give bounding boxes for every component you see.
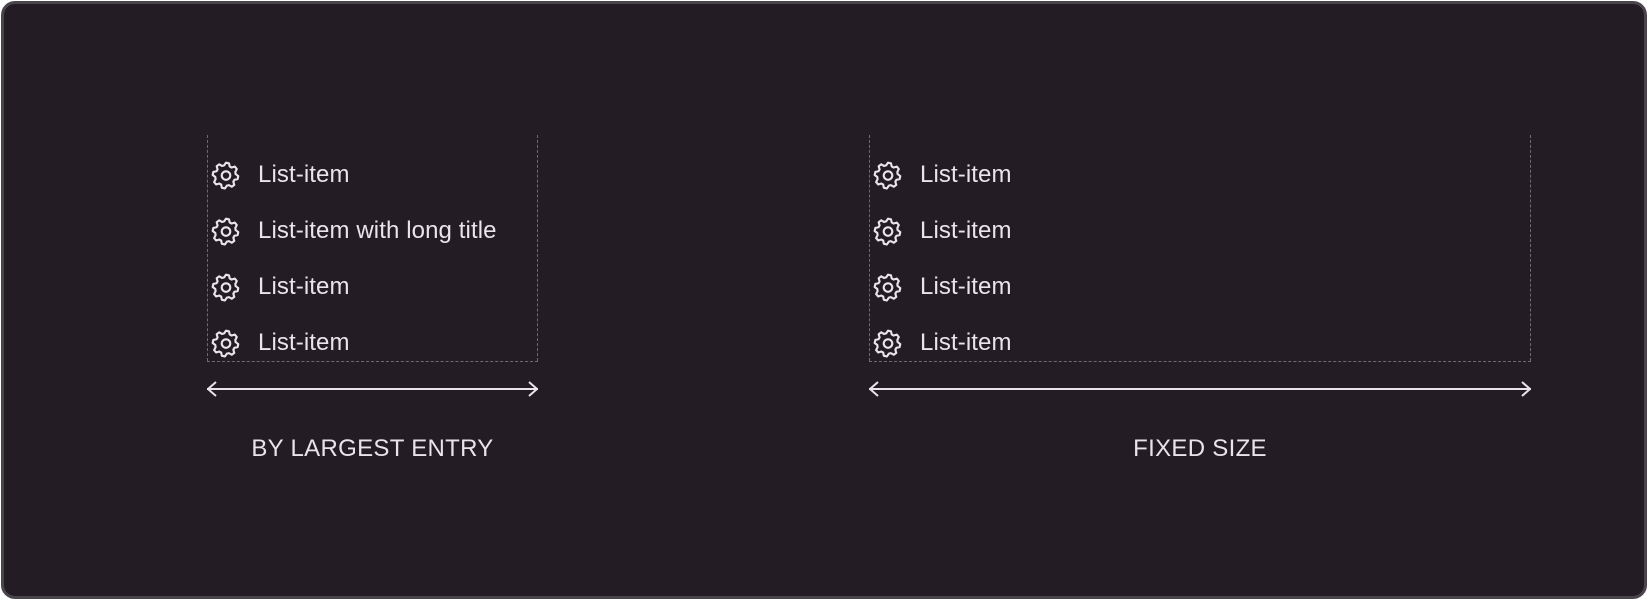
list-item: List-item xyxy=(872,203,1012,259)
gear-icon xyxy=(211,273,240,302)
gear-icon xyxy=(211,329,240,358)
list-item-label: List-item xyxy=(920,161,1012,188)
guide-line-left xyxy=(869,135,870,361)
guide-line-bottom xyxy=(869,361,1531,362)
guide-line-right xyxy=(537,135,538,361)
gear-icon xyxy=(211,161,240,190)
list-item: List-item xyxy=(210,147,497,203)
list-item-label: List-item with long title xyxy=(258,217,497,244)
list-item: List-item with long title xyxy=(210,203,497,259)
gear-icon xyxy=(211,217,240,246)
guide-line-left xyxy=(207,135,208,361)
gear-icon xyxy=(873,329,902,358)
list-item-label: List-item xyxy=(920,217,1012,244)
list-item-label: List-item xyxy=(258,273,350,300)
list: List-item List-item with long title List… xyxy=(210,147,497,371)
guide-line-bottom xyxy=(207,361,538,362)
width-arrow xyxy=(207,381,538,397)
list-item-label: List-item xyxy=(920,329,1012,356)
list-item: List-item xyxy=(872,315,1012,371)
caption-fixed-size: FIXED SIZE xyxy=(1133,435,1267,462)
width-arrow xyxy=(869,381,1531,397)
list: List-item List-item List-item List-item xyxy=(872,147,1012,371)
list-item: List-item xyxy=(210,315,497,371)
gear-icon xyxy=(873,161,902,190)
list-item-label: List-item xyxy=(258,161,350,188)
list-item: List-item xyxy=(872,147,1012,203)
guide-line-right xyxy=(1530,135,1531,361)
list-item-label: List-item xyxy=(920,273,1012,300)
caption-by-largest-entry: BY LARGEST ENTRY xyxy=(251,435,494,462)
list-item: List-item xyxy=(210,259,497,315)
gear-icon xyxy=(873,217,902,246)
gear-icon xyxy=(873,273,902,302)
list-item: List-item xyxy=(872,259,1012,315)
list-item-label: List-item xyxy=(258,329,350,356)
